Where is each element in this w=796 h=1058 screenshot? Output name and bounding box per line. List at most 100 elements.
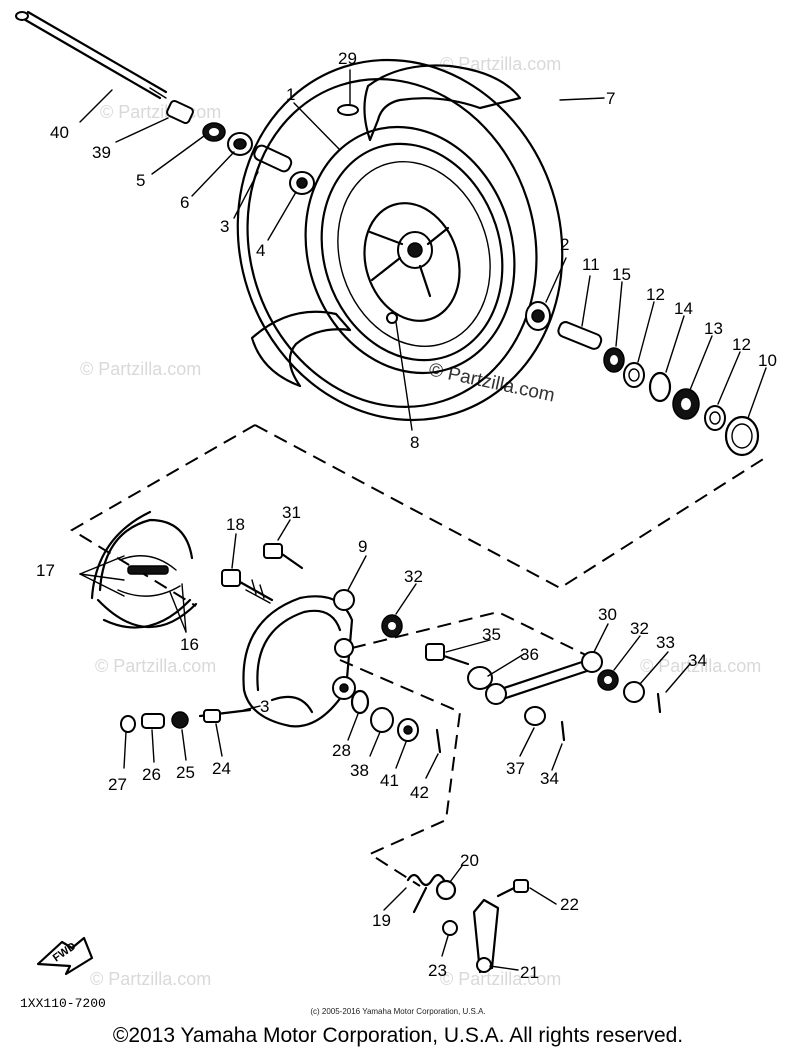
part-label: 14 [674,299,693,318]
pin-24[interactable] [198,708,252,723]
oil-seal-12b[interactable] [704,405,726,431]
bolt-22[interactable] [496,879,529,898]
spacer-11[interactable] [557,320,603,350]
part-label: 20 [460,851,479,870]
part-label: 27 [108,775,127,794]
cotter-pin-34b[interactable] [560,720,566,742]
part-label: 24 [212,759,231,778]
part-label: 28 [332,741,351,760]
brake-rod-30[interactable] [485,651,603,705]
brake-cam-lever-21[interactable] [472,898,500,974]
bolt-31[interactable] [263,543,304,570]
clip-20[interactable] [435,879,457,901]
rear-wheel-tire[interactable] [192,17,609,462]
oil-seal-12a[interactable] [623,362,645,388]
part-label: 6 [180,193,189,212]
bolt-18[interactable] [221,569,274,604]
washer-32b[interactable] [597,669,619,691]
part-labels: 40 39 5 6 3 4 1 29 7 8 2 11 15 12 14 13 … [36,49,777,982]
brake-panel[interactable] [242,589,356,728]
watermark: © Partzilla.com [640,656,761,676]
circlip-14[interactable] [648,371,672,403]
part-label: 42 [410,783,429,802]
part-label: 26 [142,765,161,784]
washer-25[interactable] [171,711,189,729]
oring-28[interactable] [350,689,370,715]
bearing-2[interactable] [525,301,551,331]
part-label: 34 [540,769,559,788]
part-label: 23 [428,961,447,980]
axle[interactable] [15,10,168,100]
oil-seal-5[interactable] [202,122,226,142]
cotter-pin-34a[interactable] [656,692,662,714]
part-label: 22 [560,895,579,914]
part-label: 21 [520,963,539,982]
part-label: 4 [256,241,265,260]
washer-32a[interactable] [381,614,403,638]
part-label: 37 [506,759,525,778]
copyright: ©2013 Yamaha Motor Corporation, U.S.A. A… [112,1024,684,1047]
part-label: 5 [136,171,145,190]
dust-cover-10[interactable] [724,415,760,457]
part-label: 40 [50,123,69,142]
bearing-15[interactable] [603,347,625,373]
bearing-6[interactable] [227,132,253,156]
bolt-35[interactable] [425,643,470,666]
spring-19[interactable] [406,873,446,914]
watermark: © Partzilla.com [80,359,201,379]
part-label: 31 [282,503,301,522]
part-label: 10 [758,351,777,370]
copyright-small: (c) 2005-2016 Yamaha Motor Corporation, … [310,1007,486,1016]
spacer-3[interactable] [252,144,293,174]
forward-arrow-icon: FWD [36,936,94,976]
valve-cap-29[interactable] [337,104,359,116]
part-label: 8 [410,433,419,452]
assembly-line [339,659,462,887]
watermark: © Partzilla.com [95,656,216,676]
washer-37[interactable] [524,706,546,726]
part-label: 16 [180,635,199,654]
part-label: 34 [688,651,707,670]
part-label: 39 [92,143,111,162]
part-label: 7 [606,89,615,108]
cotter-pin-42[interactable] [435,728,442,754]
forward-arrow-label: FWD [51,940,78,964]
part-label: 1 [286,85,295,104]
nut-23[interactable] [442,920,458,936]
part-label: 13 [704,319,723,338]
part-label: 29 [338,49,357,68]
washer-38[interactable] [370,707,394,733]
diagram-reference: 1XX110-7200 [20,996,106,1011]
watermark: © Partzilla.com [90,969,211,989]
part-label: 3 [260,697,269,716]
part-label: 9 [358,537,367,556]
part-label: 19 [372,911,391,930]
spring-26[interactable] [141,713,165,729]
part-label: 41 [380,771,399,790]
washer-36[interactable] [467,666,493,690]
collar-39[interactable] [166,99,195,125]
part-label: 2 [560,235,569,254]
part-label: 25 [176,763,195,782]
nut-33[interactable] [623,681,645,703]
part-label: 17 [36,561,55,580]
watermark: © Partzilla.com [440,969,561,989]
bearing-13[interactable] [672,388,700,420]
nut-27[interactable] [120,715,136,733]
brake-shoes[interactable] [90,510,198,629]
nut-41[interactable] [397,718,419,742]
part-label: 38 [350,761,369,780]
part-label: 12 [646,285,665,304]
part-label: 12 [732,335,751,354]
part-label: 11 [582,255,600,274]
part-label: 32 [630,619,649,638]
part-label: 32 [404,567,423,586]
part-label: 33 [656,633,675,652]
assembly-line [351,610,597,661]
part-label: 30 [598,605,617,624]
watermark: © Partzilla.com [100,102,221,122]
assembly-line [70,424,769,607]
part-label: 35 [482,625,501,644]
spacer-flange-4[interactable] [289,171,315,195]
